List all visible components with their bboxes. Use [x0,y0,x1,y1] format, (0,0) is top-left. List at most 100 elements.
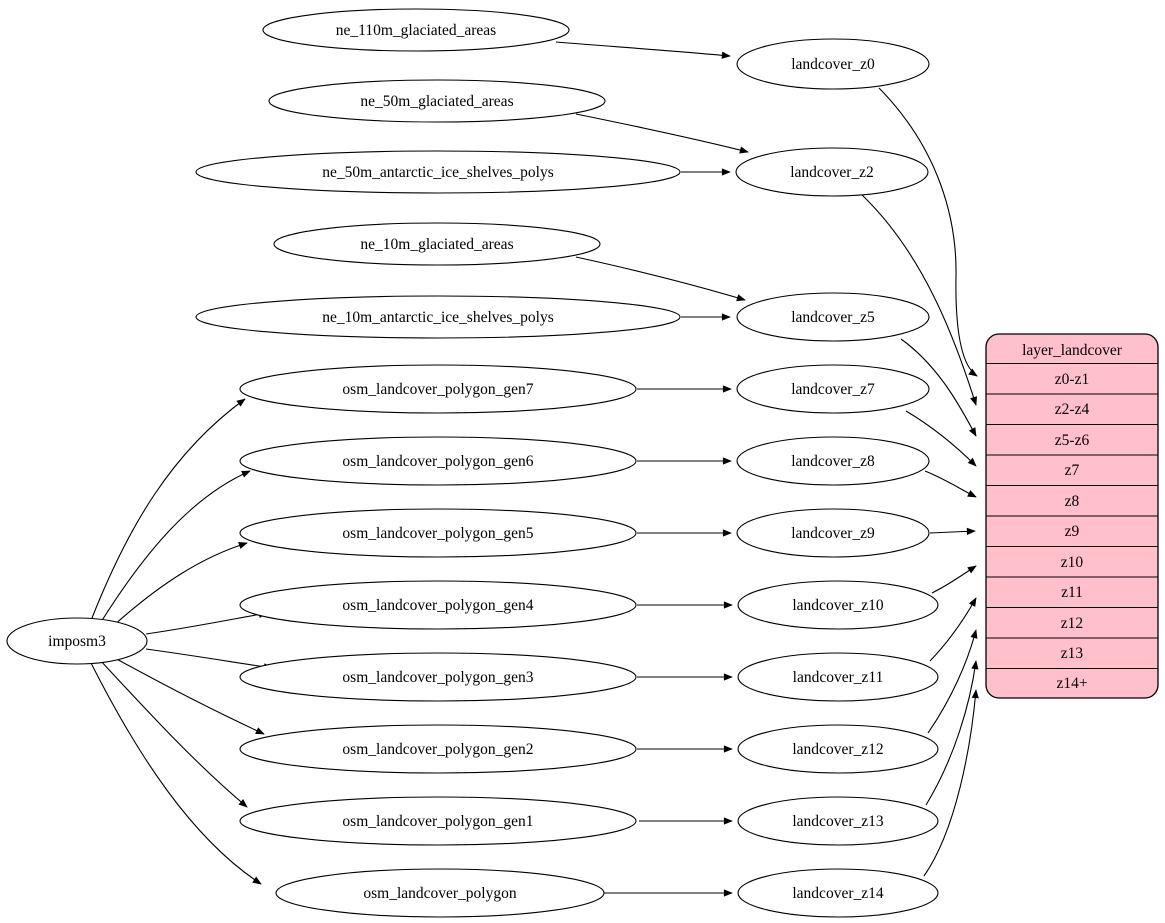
edge-landcover-z12-to-row-z12 [927,629,978,734]
node-landcover-z14: landcover_z14 [737,868,939,918]
edge-imposm3-to-osm-landcover-polygon-gen3 [145,648,273,671]
table-row-z14plus: z14+ [1056,675,1087,692]
table-row-z7: z7 [1065,462,1080,479]
node-label: landcover_z0 [791,56,875,73]
table-row-z10: z10 [1061,554,1084,571]
edge-imposm3-to-osm-landcover-polygon-gen2 [112,656,265,735]
node-landcover-z11: landcover_z11 [737,652,939,702]
node-landcover-z0: landcover_z0 [736,38,930,90]
node-ellipse [239,724,637,774]
node-ellipse [736,364,930,414]
node-osm-landcover-polygon-gen4: osm_landcover_polygon_gen4 [239,580,637,630]
node-ellipse [262,8,570,52]
node-label: osm_landcover_polygon_gen6 [342,453,533,470]
edge-imposm3-to-osm-landcover-polygon-gen4 [145,610,268,635]
node-label: osm_landcover_polygon [363,885,517,902]
table-row-z9: z9 [1065,523,1080,540]
edge-imposm3-to-osm-landcover-polygon-gen7 [91,398,246,619]
node-ellipse [195,295,681,339]
node-label: ne_110m_glaciated_areas [336,22,496,39]
edge-landcover-z0-to-row-z0-z1 [878,87,978,377]
node-ellipse [735,147,929,197]
node-ellipse [268,79,606,123]
node-label: landcover_z12 [792,741,883,758]
node-landcover-z9: landcover_z9 [736,508,930,558]
node-ellipse [273,222,601,266]
node-ellipse [239,652,637,702]
node-ne-10m-antarctic-ice-shelves-polys: ne_10m_antarctic_ice_shelves_polys [195,295,681,339]
node-landcover-z13: landcover_z13 [737,796,939,846]
table-row-z0-z1: z0-z1 [1055,371,1089,388]
node-landcover-z10: landcover_z10 [737,580,939,630]
edge-ne-50m-glaciated-areas-to-landcover-z2 [575,113,749,154]
node-ellipse [737,652,939,702]
table-row-z2-z4: z2-z4 [1055,401,1090,418]
node-landcover-z2: landcover_z2 [735,147,929,197]
node-ne-110m-glaciated-areas: ne_110m_glaciated_areas [262,8,570,52]
edge-landcover-z14-to-row-z14plus [923,689,979,877]
edge-landcover-z10-to-row-z10 [931,565,977,594]
node-ellipse [736,508,930,558]
node-label: osm_landcover_polygon_gen1 [342,813,533,830]
edge-imposm3-to-osm-landcover-polygon [90,662,262,885]
table-row-z11: z11 [1061,584,1083,601]
node-label: landcover_z14 [792,885,883,902]
node-osm-landcover-polygon-gen7: osm_landcover_polygon_gen7 [239,364,637,414]
table-row-z8: z8 [1065,493,1080,510]
node-ellipse [737,724,939,774]
node-label: osm_landcover_polygon_gen4 [342,597,533,614]
node-ellipse [6,617,148,665]
node-ellipse [239,508,637,558]
node-label: osm_landcover_polygon_gen5 [342,525,533,542]
node-label: landcover_z2 [790,164,874,181]
node-label: ne_10m_antarctic_ice_shelves_polys [322,309,554,326]
node-ellipse [736,38,930,90]
edge-landcover-z7-to-row-z7 [905,410,977,467]
node-ellipse [239,796,637,846]
node-label: osm_landcover_polygon_gen7 [342,381,533,398]
node-label: landcover_z7 [791,381,875,398]
edge-imposm3-to-osm-landcover-polygon-gen1 [99,659,248,808]
table-row-z5-z6: z5-z6 [1055,432,1090,449]
node-landcover-z7: landcover_z7 [736,364,930,414]
node-ellipse [737,796,939,846]
table-layer-landcover: layer_landcover z0-z1 z2-z4 z5-z6 z7 z8 … [985,333,1159,699]
edge-landcover-z5-to-row-z5-z6 [900,338,977,437]
edge-landcover-z13-to-row-z13 [925,660,979,806]
node-label: osm_landcover_polygon_gen3 [342,669,533,686]
node-ellipse [239,580,637,630]
node-ne-50m-antarctic-ice-shelves-polys: ne_50m_antarctic_ice_shelves_polys [195,150,681,194]
table-row-z12: z12 [1061,615,1083,632]
node-label: landcover_z13 [792,813,883,830]
node-ellipse [239,436,637,486]
table-row-z13: z13 [1061,645,1084,662]
node-label: landcover_z9 [791,525,875,542]
node-ellipse [736,292,930,342]
edge-ne-110m-glaciated-areas-to-landcover-z0 [555,41,731,59]
edge-imposm3-to-osm-landcover-polygon-gen6 [100,470,251,623]
node-label: landcover_z11 [793,669,884,686]
node-landcover-z5: landcover_z5 [736,292,930,342]
node-landcover-z12: landcover_z12 [737,724,939,774]
node-ellipse [239,364,637,414]
node-ellipse [737,868,939,918]
node-osm-landcover-polygon-gen6: osm_landcover_polygon_gen6 [239,436,637,486]
node-ellipse [275,868,605,918]
node-label: landcover_z8 [791,453,875,470]
node-ne-50m-glaciated-areas: ne_50m_glaciated_areas [268,79,606,123]
edge-landcover-z2-to-row-z2-z4 [860,193,978,406]
node-osm-landcover-polygon-gen1: osm_landcover_polygon_gen1 [239,796,637,846]
node-ne-10m-glaciated-areas: ne_10m_glaciated_areas [273,222,601,266]
node-label: ne_50m_glaciated_areas [360,93,513,110]
edge-landcover-z11-to-row-z11 [929,597,977,662]
edge-landcover-z8-to-row-z8 [924,470,977,498]
node-label: landcover_z10 [792,597,883,614]
node-landcover-z8: landcover_z8 [736,436,930,486]
edge-imposm3-to-osm-landcover-polygon-gen5 [112,541,248,627]
node-label: imposm3 [48,633,106,650]
node-label: landcover_z5 [791,309,875,326]
edge-ne-10m-glaciated-areas-to-landcover-z5 [575,256,746,302]
node-ellipse [736,436,930,486]
table-title: layer_landcover [1022,342,1123,359]
